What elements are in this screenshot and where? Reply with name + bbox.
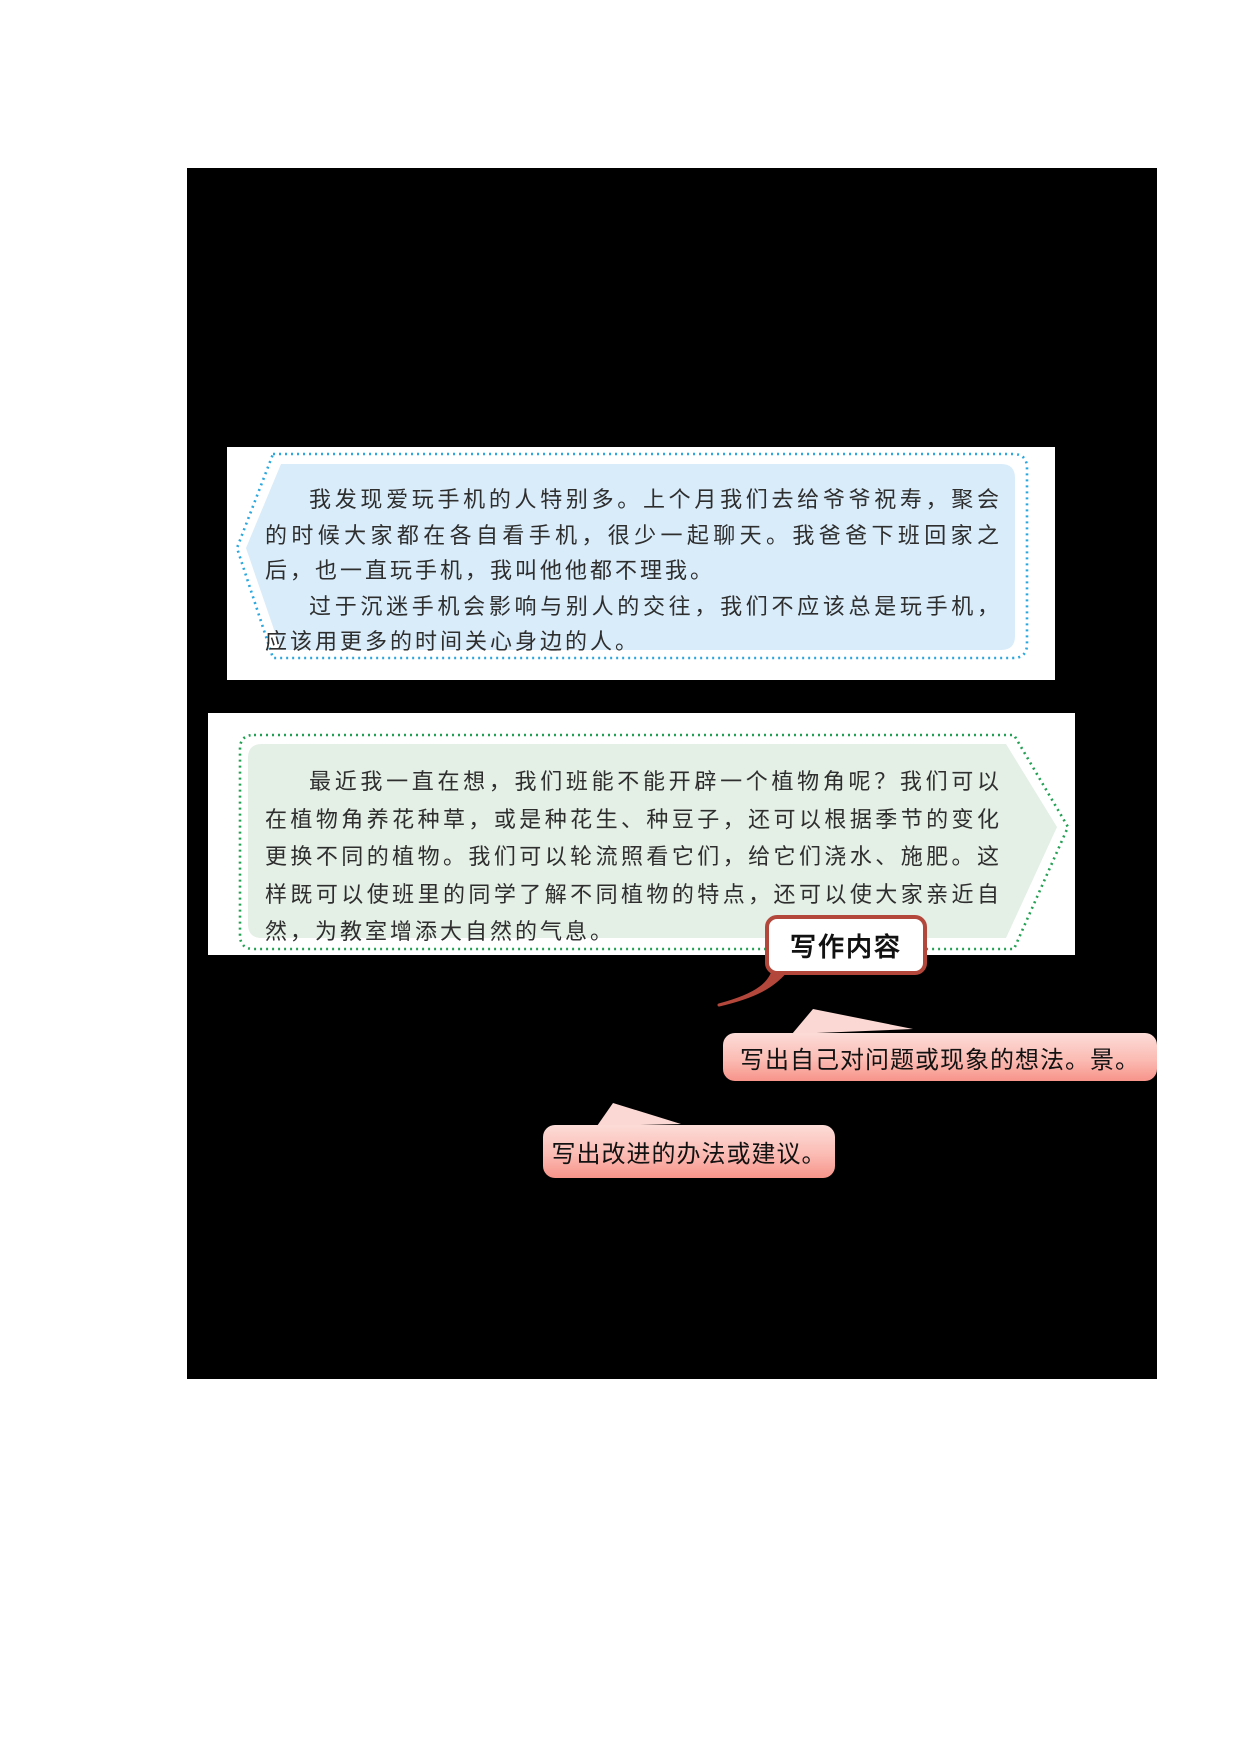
blue-banner-shape-svg <box>235 452 1029 660</box>
blue-panel-text: 我发现爱玩手机的人特别多。上个月我们去给爷爷祝寿，聚会的时候大家都在各自看手机，… <box>265 483 1002 661</box>
green-panel-text: 最近我一直在想，我们班能不能开辟一个植物角呢？我们可以在植物角养花种草，或是种花… <box>265 764 1002 952</box>
blue-banner-fill <box>246 464 1015 650</box>
green-paragraph-1: 最近我一直在想，我们班能不能开辟一个植物角呢？我们可以在植物角养花种草，或是种花… <box>265 770 1002 945</box>
green-banner-panel: 最近我一直在想，我们班能不能开辟一个植物角呢？我们可以在植物角养花种草，或是种花… <box>208 713 1075 955</box>
black-backdrop: 我发现爱玩手机的人特别多。上个月我们去给爷爷祝寿，聚会的时候大家都在各自看手机，… <box>187 168 1157 1379</box>
note-idea: 写出自己对问题或现象的想法。景。 <box>723 1033 1157 1081</box>
note-suggestion: 写出改进的办法或建议。 <box>543 1125 835 1178</box>
note-suggestion-text: 写出改进的办法或建议。 <box>551 1141 827 1168</box>
blue-paragraph-2: 过于沉迷手机会影响与别人的交往，我们不应该总是玩手机，应该用更多的时间关心身边的… <box>265 594 1002 656</box>
blue-dotted-border <box>235 452 1029 660</box>
blue-paragraph-1: 我发现爱玩手机的人特别多。上个月我们去给爷爷祝寿，聚会的时候大家都在各自看手机，… <box>265 488 1002 584</box>
green-banner-fill <box>248 744 1057 938</box>
note-1-tail-icon <box>792 1009 913 1034</box>
blue-banner-panel: 我发现爱玩手机的人特别多。上个月我们去给爷爷祝寿，聚会的时候大家都在各自看手机，… <box>227 447 1055 680</box>
writing-content-label: 写作内容 <box>765 915 927 975</box>
note-idea-text: 写出自己对问题或现象的想法。景。 <box>740 1046 1140 1074</box>
note-2-tail-icon <box>597 1103 681 1126</box>
green-banner-shape-svg <box>238 733 1070 951</box>
